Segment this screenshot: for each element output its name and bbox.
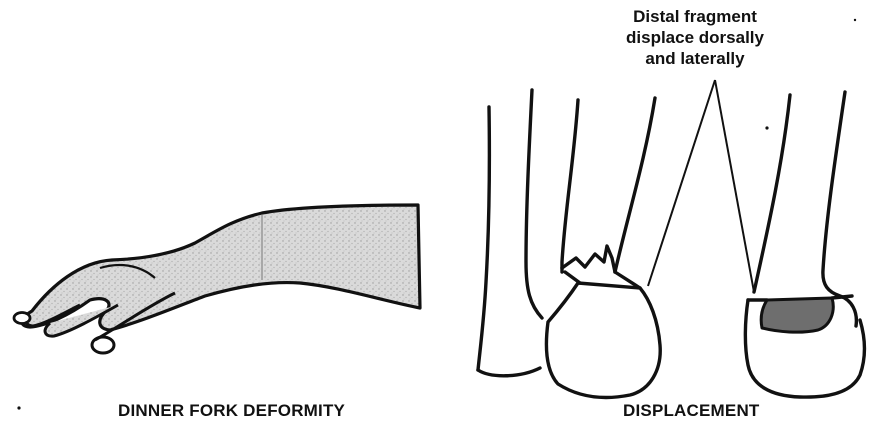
ulna-left-inner: [526, 90, 542, 318]
fracture-line-left: [562, 246, 615, 272]
ulna-right-outer: [823, 92, 856, 326]
leader-line-left: [648, 80, 715, 286]
displacement-caption: DISPLACEMENT: [623, 401, 760, 421]
shaded-fragment: [761, 298, 833, 332]
annotation-line-2: displace dorsally: [570, 27, 820, 48]
bones-left: [478, 90, 660, 397]
ulna-left-outer: [478, 107, 489, 370]
radius-left-outer: [562, 100, 578, 272]
bones-right: [745, 92, 864, 397]
radius-left-inner: [615, 98, 655, 272]
hand-illustration: [14, 205, 420, 353]
radius-right-outer: [754, 95, 790, 292]
scan-speck: [854, 19, 856, 21]
annotation-line-3: and laterally: [570, 48, 820, 69]
ulna-left-head: [478, 368, 540, 376]
scan-speck: [17, 406, 20, 409]
dinner-fork-caption: DINNER FORK DEFORMITY: [118, 401, 345, 421]
hand-forearm-outline: [22, 205, 420, 330]
annotation-line-1: Distal fragment: [570, 6, 820, 27]
leader-lines: [648, 80, 754, 292]
distal-fragment-left: [546, 283, 660, 397]
annotation-label: Distal fragment displace dorsally and la…: [570, 6, 820, 69]
leader-line-right: [715, 80, 754, 292]
fingertip: [14, 313, 30, 324]
scan-speck: [765, 126, 768, 129]
